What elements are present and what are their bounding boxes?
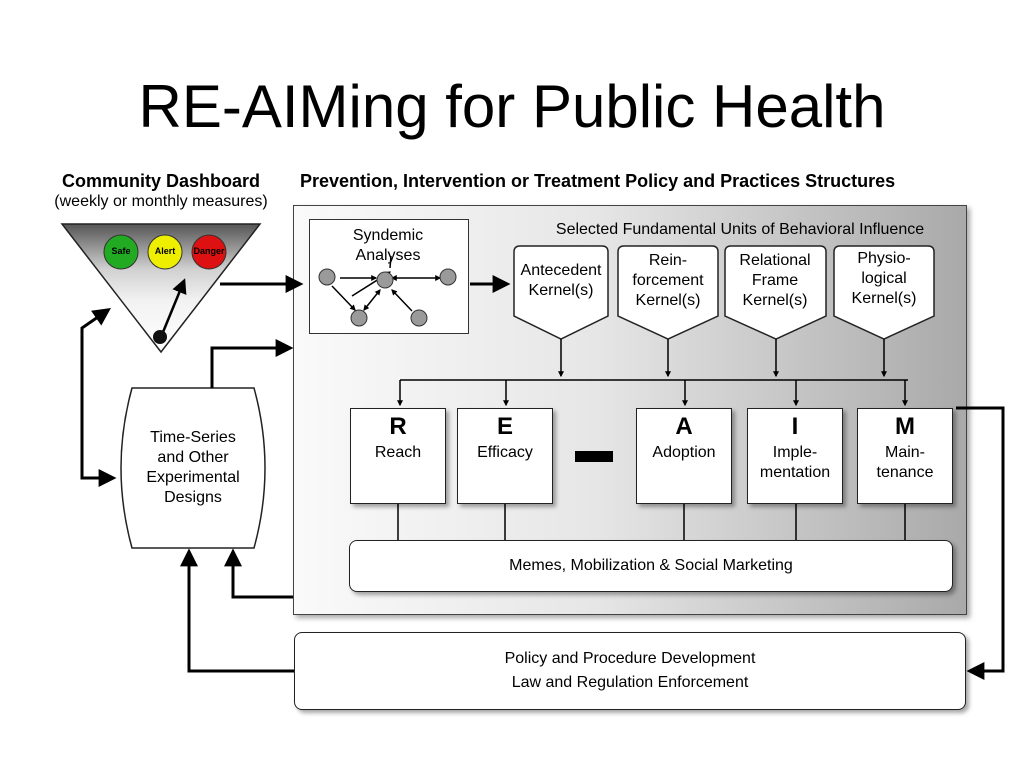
maintenance-box: M Main- tenance (857, 408, 953, 504)
efficacy-label: Efficacy (477, 444, 533, 461)
policy-line2: Law and Regulation Enforcement (511, 674, 749, 691)
dashboard-title: Community Dashboard (61, 171, 261, 191)
policy-line1: Policy and Procedure Development (504, 650, 756, 667)
maintenance-label-2: tenance (876, 464, 934, 481)
policy-box: Policy and Procedure Development Law and… (294, 632, 966, 710)
maintenance-letter: M (895, 413, 915, 440)
danger-label: Danger (193, 246, 225, 256)
danger-light (191, 234, 227, 270)
syndemic-label-line2: Analyses (355, 247, 421, 264)
implementation-letter: I (791, 413, 799, 440)
efficacy-box: E Efficacy (457, 408, 553, 504)
syndemic-label-line1: Syndemic (352, 227, 424, 244)
traffic-lights (103, 234, 227, 270)
time-series-label: Time-Series and Other Experimental Desig… (146, 429, 240, 506)
maintenance-label-1: Main- (884, 444, 925, 461)
dashboard-subtitle: (weekly or monthly measures) (54, 193, 268, 210)
implementation-label-1: Imple- (772, 444, 818, 461)
efficacy-letter: E (496, 413, 513, 440)
reach-letter: R (389, 413, 407, 440)
minus-sign (575, 451, 613, 462)
memes-box: Memes, Mobilization & Social Marketing (349, 540, 953, 592)
safe-light (103, 234, 139, 270)
adoption-letter: A (675, 413, 693, 440)
reach-label: Reach (374, 444, 422, 461)
memes-label: Memes, Mobilization & Social Marketing (509, 557, 793, 574)
units-title: Selected Fundamental Units of Behavioral… (555, 221, 925, 238)
alert-label: Alert (154, 246, 176, 256)
syndemic-analyses-label: Syndemic Analyses (309, 226, 467, 266)
adoption-box: A Adoption (636, 408, 732, 504)
structures-title: Prevention, Intervention or Treatment Po… (300, 171, 896, 191)
implementation-box: I Imple- mentation (747, 408, 843, 504)
syndemic-nodes (318, 268, 457, 327)
alert-light (147, 234, 183, 270)
connector-arrows (80, 275, 1005, 680)
reach-box: R Reach (350, 408, 446, 504)
time-series-shape (120, 387, 266, 549)
implementation-label-2: mentation (759, 464, 831, 481)
safe-label: Safe (111, 246, 131, 256)
kernel-shapes (513, 245, 935, 340)
adoption-label: Adoption (652, 444, 716, 461)
slide-title: RE-AIMing for Public Health (138, 73, 886, 140)
kernel-connectors (397, 339, 908, 540)
